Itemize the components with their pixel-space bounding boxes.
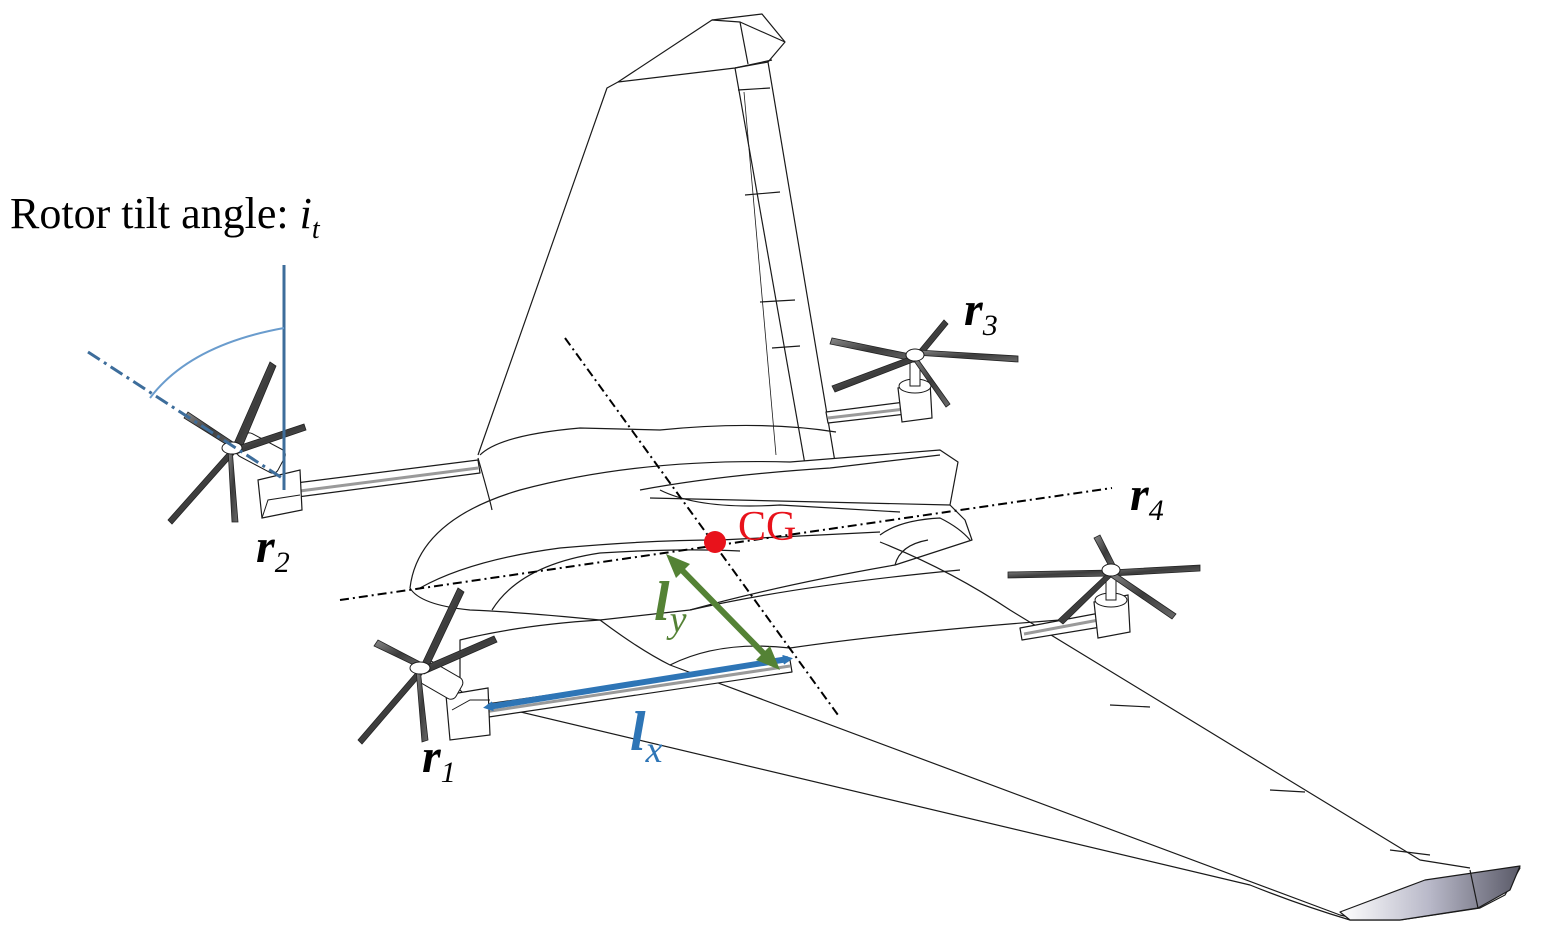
rotor-label-r4: r4 [1130,468,1164,527]
rotor-r4-assembly [1007,534,1201,639]
lx-label: lx [630,701,663,771]
lateral-axis-line [564,337,839,716]
aircraft-drawing [287,13,1521,921]
rotor-r1-assembly [357,587,498,745]
rotor-label-r3: r3 [964,283,998,342]
rotor-r3-assembly [829,319,1019,423]
propeller-r3 [829,319,1019,408]
rotor-label-r2: r2 [256,520,290,579]
propeller-r4 [1007,534,1201,625]
ly-arrowhead-top [666,554,690,578]
cg-label: CG [738,504,796,550]
cg-marker [704,531,726,553]
near-wing [459,619,1521,921]
tilt-angle-arc [149,327,285,399]
longitudinal-axis-line [339,487,1113,601]
ly-arrowhead-bottom [756,646,780,670]
rotor-r2-assembly [167,361,307,525]
ly-dimension-arrow [671,559,775,665]
far-wing [477,13,837,471]
rotor-tilt-axis-line [87,350,283,480]
fuselage [409,449,973,621]
tilt-angle-label: Rotor tilt angle: it [10,189,321,245]
lx-dimension-arrow [483,654,793,712]
rotor-label-r1: r1 [422,730,456,789]
ly-label: ly [654,571,687,641]
near-wingtip [1339,865,1521,921]
